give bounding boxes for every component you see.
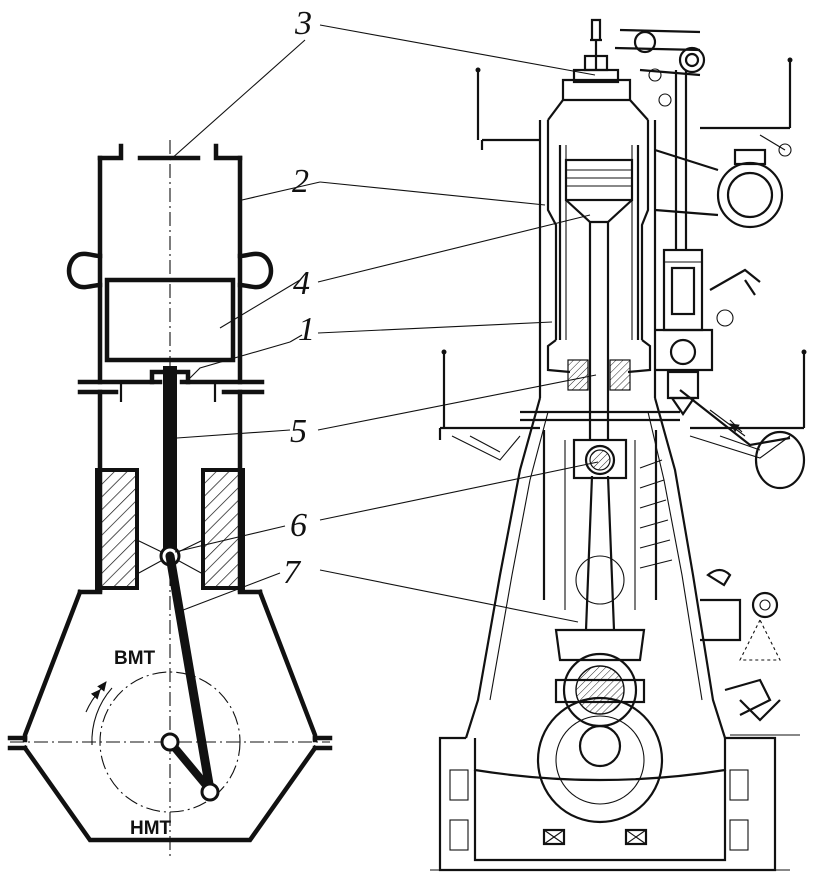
tdc-label: ВМТ xyxy=(114,648,156,669)
label-7: 7 xyxy=(283,554,302,591)
cylinder-cover xyxy=(97,143,243,161)
label-1: 1 xyxy=(298,311,315,348)
label-6: 6 xyxy=(290,507,307,544)
crankpin xyxy=(200,782,220,802)
leader-lines xyxy=(169,24,599,623)
engine-section xyxy=(430,18,807,872)
cylinder-liner xyxy=(66,155,274,385)
crankcase xyxy=(7,589,333,843)
label-3: 3 xyxy=(294,5,312,42)
guide-left xyxy=(95,468,139,590)
label-5: 5 xyxy=(290,413,307,450)
rotation-arrow xyxy=(91,687,113,746)
label-2: 2 xyxy=(292,163,309,200)
connecting-rod xyxy=(165,551,215,795)
schematic: ВМТ НМТ xyxy=(7,140,333,858)
piston-rod xyxy=(163,366,177,556)
guide-right xyxy=(201,468,245,590)
crank-arm xyxy=(166,738,214,794)
platforms xyxy=(438,57,807,461)
main-journal xyxy=(160,732,180,752)
label-4: 4 xyxy=(293,265,310,302)
number-labels: 3 2 4 1 5 6 7 xyxy=(283,5,315,591)
guide-ribs xyxy=(639,459,673,569)
bdc-label: НМТ xyxy=(130,818,172,839)
